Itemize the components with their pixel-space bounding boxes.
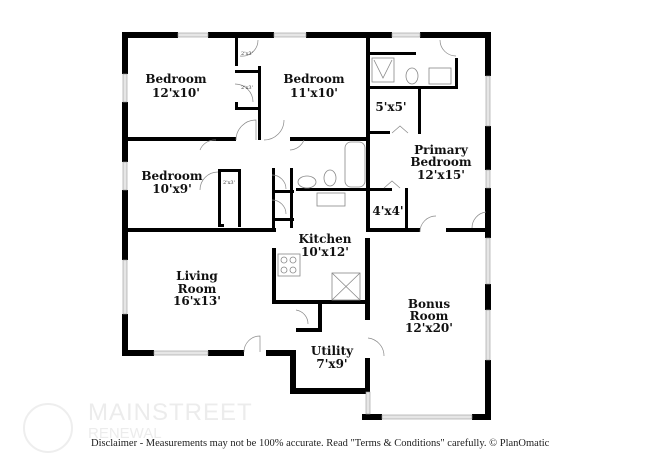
room-name-bedroom-n: Bedroom [283,72,344,86]
room-name-kitchen: Kitchen [299,232,352,246]
stove-icon [277,253,301,277]
double-sink-icon [316,192,346,207]
closet-size-label: 2'x3' [223,180,235,186]
room-size-utility: 7'x9' [316,357,347,371]
closet-size-label: 2'x3' [241,85,253,91]
watermark-logo-text: MAINSTREET [88,399,253,426]
bathtub-icon [344,141,366,188]
sink-icon [428,67,452,85]
room-name-living-2: Room [178,282,217,296]
watermark-logo-icon [23,403,73,453]
room-size-living: 16'x13' [173,294,221,308]
watermark-logo-subtext: RENEWAL [88,425,162,442]
sink-icon [297,175,317,189]
toilet-icon [323,169,337,187]
room-labels: Bedroom 12'x10' Bedroom 11'x10' Bedroom … [141,51,471,371]
room-name-bedroom-nw: Bedroom [145,72,206,86]
room-size-bedroom-nw: 12'x10' [152,86,200,100]
windows [122,32,491,420]
room-size-closet-4x4: 4'x4' [372,204,403,218]
shower-icon [371,57,395,83]
room-size-bonus: 12'x20' [405,321,453,335]
closet-size-label: 2'x3' [241,51,253,57]
doors [199,39,487,357]
room-size-bedroom-n: 11'x10' [290,86,338,100]
room-size-closet-5x5: 5'x5' [375,100,406,114]
room-name-primary-2: Bedroom [410,155,471,169]
room-name-bedroom-w: Bedroom [141,169,202,183]
room-name-utility: Utility [311,344,354,358]
room-name-living-1: Living [176,269,218,283]
walls [122,32,491,420]
fridge-icon [331,272,361,301]
toilet-icon [405,67,419,85]
room-name-bonus-1: Bonus [408,297,451,311]
room-name-bonus-2: Room [410,309,449,323]
disclaimer: Disclaimer - Measurements may not be 100… [91,438,550,449]
room-name-primary-1: Primary [414,143,469,157]
room-size-bedroom-w: 10'x9' [152,182,192,196]
room-size-primary: 12'x15' [417,168,465,182]
fixtures [277,57,452,301]
room-size-kitchen: 10'x12' [301,245,349,259]
